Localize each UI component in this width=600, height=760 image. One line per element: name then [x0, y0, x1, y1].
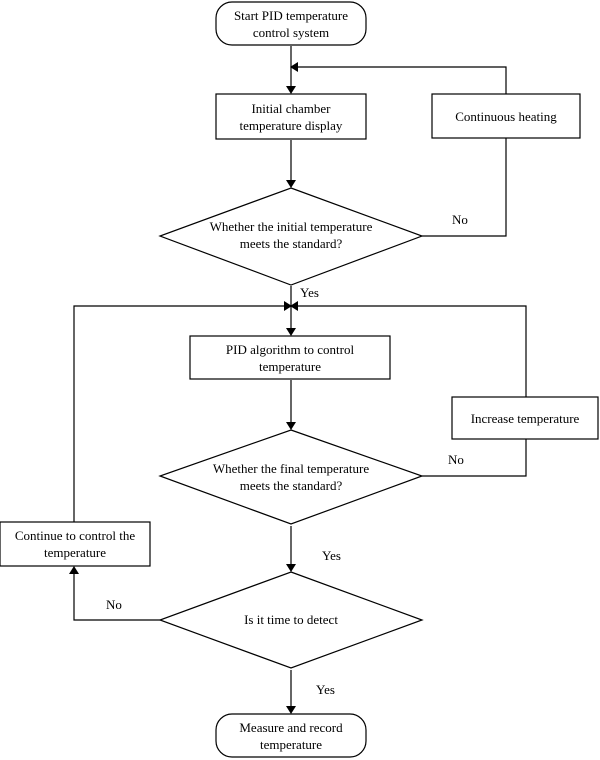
arrowhead	[286, 564, 296, 572]
edge-label-final-no: No	[448, 452, 464, 467]
end-terminal: Measure and record temperature	[215, 713, 367, 758]
continuous-heating-label: Continuous heating	[455, 109, 557, 124]
final-decision-line-2: meets the standard?	[240, 478, 343, 493]
initial-display-process: Initial chamber temperature display	[215, 93, 367, 140]
continuous-heating-process: Continuous heating	[431, 93, 581, 139]
end-terminal-line-2: temperature	[260, 737, 322, 752]
arrowhead	[290, 301, 298, 311]
detection-time-decision: Is it time to detect	[158, 571, 424, 669]
start-terminal-line-1: Start PID temperature	[234, 8, 348, 23]
arrowhead	[290, 62, 298, 72]
continue-control-line-2: temperature	[44, 545, 106, 560]
end-terminal-line-1: Measure and record	[239, 720, 343, 735]
arrowhead	[286, 422, 296, 430]
edge-continue-loop	[73, 305, 284, 522]
pid-control-line-1: PID algorithm to control	[226, 342, 355, 357]
initial-display-line-2: temperature display	[240, 118, 343, 133]
arrowhead	[286, 706, 296, 714]
increase-temperature-process: Increase temperature	[451, 396, 599, 440]
edge-label-time-yes: Yes	[316, 682, 335, 697]
initial-temperature-decision: Whether the initial temperature meets th…	[158, 187, 424, 286]
arrowhead	[286, 86, 296, 94]
arrowhead	[286, 180, 296, 188]
final-temperature-decision: Whether the final temperature meets the …	[158, 429, 424, 525]
arrowhead	[286, 328, 296, 336]
initial-decision-line-2: meets the standard?	[240, 236, 343, 251]
edge-label-final-yes: Yes	[322, 548, 341, 563]
arrowheads	[69, 62, 298, 714]
arrowhead	[284, 301, 292, 311]
final-decision-line-1: Whether the final temperature	[213, 461, 370, 476]
edge-increase-loop	[298, 305, 527, 398]
start-terminal: Start PID temperature control system	[215, 1, 367, 46]
pid-control-line-2: temperature	[259, 359, 321, 374]
increase-temperature-label: Increase temperature	[471, 411, 580, 426]
edge-time-no	[73, 574, 160, 621]
edge-label-initial-yes: Yes	[300, 285, 319, 300]
arrowhead	[69, 566, 79, 574]
continue-control-line-1: Continue to control the	[15, 528, 135, 543]
start-terminal-line-2: control system	[253, 25, 329, 40]
initial-decision-line-1: Whether the initial temperature	[210, 219, 373, 234]
pid-control-process: PID algorithm to control temperature	[189, 335, 391, 380]
edge-label-initial-no: No	[452, 212, 468, 227]
detection-decision-label: Is it time to detect	[244, 612, 338, 627]
continue-control-process: Continue to control the temperature	[0, 521, 151, 567]
initial-display-line-1: Initial chamber	[251, 101, 331, 116]
edge-labels: No Yes No Yes No Yes	[106, 212, 468, 697]
edge-initial-no	[422, 138, 507, 237]
edge-label-time-no: No	[106, 597, 122, 612]
